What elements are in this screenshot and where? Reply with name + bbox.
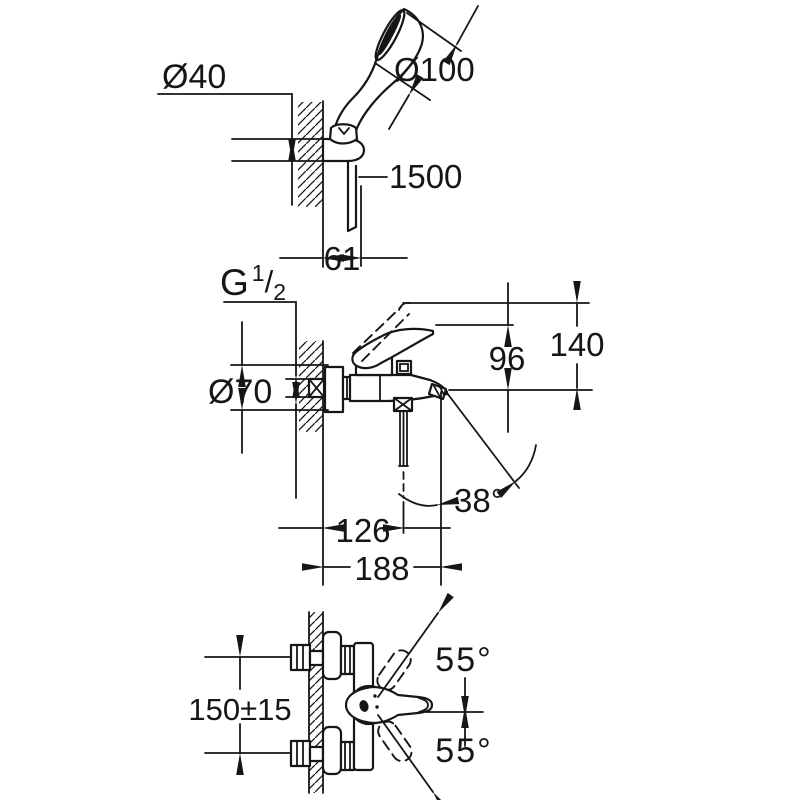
swing-angle-references <box>377 592 484 800</box>
dim-escutcheon-diameter-label: Ø70 <box>208 373 272 411</box>
dim-swing-down-label: 55° <box>435 732 492 770</box>
dim-bracket-diameter: Ø40 <box>157 58 323 206</box>
dim-depth-126-label: 126 <box>335 512 390 549</box>
wall-hatch <box>298 102 323 207</box>
dim-spout-angle: 38° <box>398 391 537 586</box>
spray-face-inner <box>378 14 402 56</box>
wall-bracket <box>321 123 366 163</box>
escutcheon-bottom <box>321 725 343 776</box>
spray-face <box>374 8 406 62</box>
dim-head-diameter-label: Ø100 <box>394 51 475 88</box>
mixer-plan-view: 150±15 55° 55° <box>188 592 492 800</box>
lever-handle <box>351 327 435 370</box>
dim-wall-offset: 61 <box>279 185 408 277</box>
dim-spout-angle-label: 38° <box>454 482 504 519</box>
dim-depth-126: 126 <box>278 501 451 549</box>
dim-escutcheon-diameter: Ø70 <box>208 321 329 454</box>
dim-hose-length-label: 1500 <box>389 158 462 195</box>
supply-connection-top <box>289 643 325 672</box>
spout-angle-reference-line <box>446 392 520 489</box>
dim-height-140: 140 <box>549 281 605 410</box>
dim-height-96: 96 <box>489 282 526 433</box>
dim-height-96-label: 96 <box>489 340 526 377</box>
hand-shower-view: Ø40 Ø100 1500 61 <box>157 5 479 277</box>
diverter-knob <box>392 396 414 413</box>
dim-head-diameter: Ø100 <box>374 5 479 130</box>
dim-depth-188-label: 188 <box>354 550 409 587</box>
escutcheon <box>323 365 345 414</box>
supply-connection-bottom <box>289 739 325 768</box>
union-nut-bottom <box>339 740 356 772</box>
dim-bracket-diameter-label: Ø40 <box>162 58 226 96</box>
shower-hose <box>346 160 358 233</box>
dim-connection-centers: 150±15 <box>188 635 292 775</box>
dim-wall-offset-label: 61 <box>324 240 361 277</box>
clamp-notch <box>338 127 350 136</box>
lever-handle <box>344 686 434 724</box>
lever-swung-down-dashed <box>377 720 413 763</box>
pull-rod <box>398 410 409 499</box>
escutcheon-top <box>321 630 343 681</box>
lever-detail-slot <box>359 700 369 712</box>
dim-height-140-label: 140 <box>549 326 604 363</box>
union-nut-top <box>339 644 356 676</box>
lever-swung-up-dashed <box>376 649 412 691</box>
dim-swing-up-label: 55° <box>435 641 492 679</box>
dim-depth-188: 188 <box>302 550 462 587</box>
dim-hose-length: 1500 <box>358 158 462 195</box>
dim-connection-centers-label: 150±15 <box>188 692 291 727</box>
